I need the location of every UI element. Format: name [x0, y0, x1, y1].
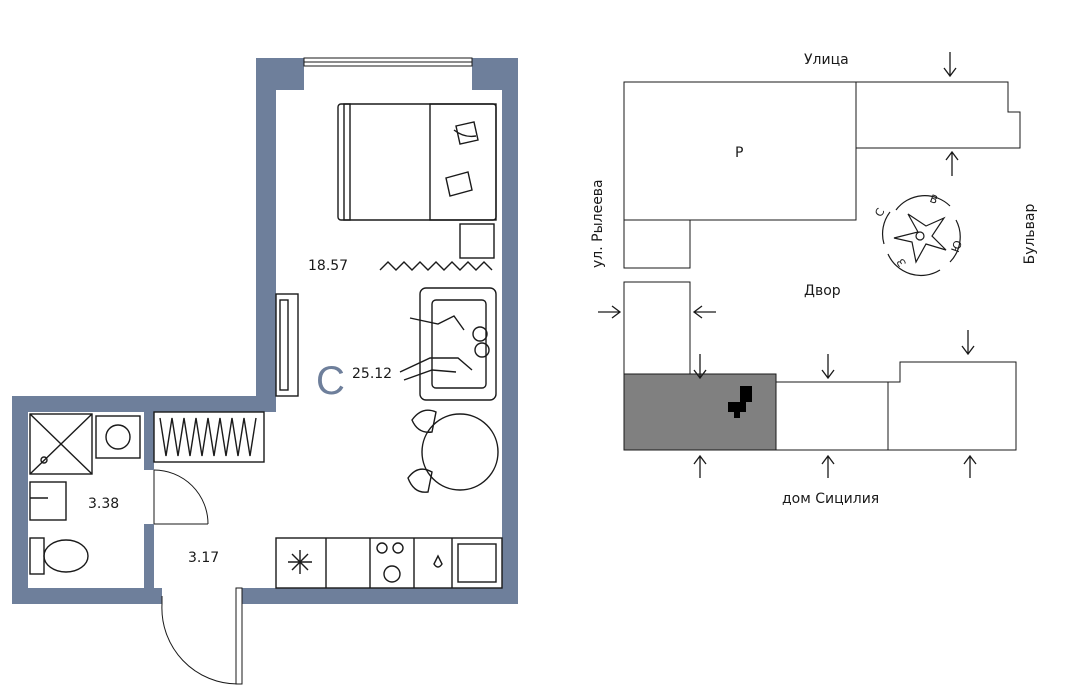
kitchen [275, 537, 503, 589]
window [303, 57, 473, 67]
total-area-label: 25.12 [352, 366, 393, 382]
street-right-label: Бульвар [1022, 203, 1038, 265]
tv-cabinet [275, 293, 299, 397]
radiator [153, 411, 265, 463]
entrance-arrows [598, 52, 977, 478]
washing-machine [95, 415, 141, 459]
left-small-block [623, 219, 691, 269]
compass-rose-icon [881, 195, 961, 277]
sofa [399, 287, 497, 401]
left-middle-block [623, 281, 691, 375]
apartment-marker [728, 386, 752, 418]
courtyard-label: Двор [804, 283, 841, 299]
nightstand [459, 223, 495, 259]
parking-block [623, 81, 857, 221]
apartment-walls [12, 58, 518, 604]
bathroom-door [153, 469, 209, 525]
bed [337, 103, 497, 221]
current-building-highlight [623, 373, 777, 451]
hall-area-label: 3.17 [188, 550, 220, 566]
bathroom-area-label: 3.38 [88, 496, 120, 512]
sink [29, 481, 67, 521]
rug [379, 261, 493, 271]
room-area-label: 18.57 [308, 258, 349, 274]
toilet [29, 537, 89, 575]
parking-label: Р [735, 145, 744, 161]
street-left-label: ул. Рылеева [590, 179, 606, 268]
dining-table [407, 409, 499, 493]
apartment-type-letter: C [316, 359, 345, 403]
building-name-label: дом Сицилия [782, 491, 880, 507]
entrance-door [161, 587, 243, 685]
top-right-block [855, 81, 1021, 149]
shower [29, 413, 93, 475]
street-top-label: Улица [804, 52, 849, 68]
fridge-snowflake-icon [288, 550, 312, 574]
